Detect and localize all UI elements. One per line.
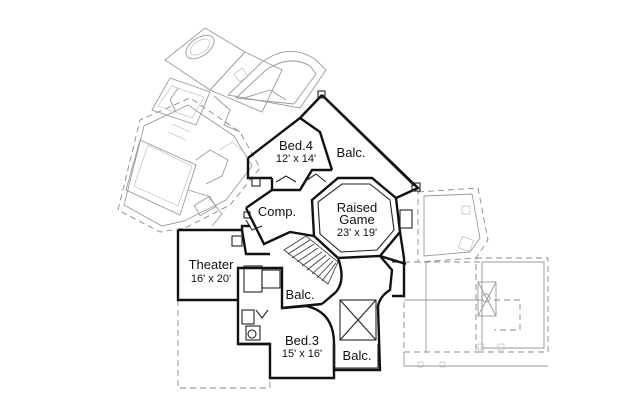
bed4-size: 12' x 14' xyxy=(276,153,316,165)
theater-name: Theater xyxy=(189,257,234,272)
bed3-name: Bed.3 xyxy=(285,333,319,348)
staircase xyxy=(283,235,339,285)
balcony-upper-label: Balc. xyxy=(337,145,366,160)
balcony-lower-label: Balc. xyxy=(343,348,372,363)
bed4-name: Bed.4 xyxy=(279,138,313,153)
lower-floor-ghost xyxy=(117,27,327,389)
room-label-bed4: Bed.4 12' x 14' xyxy=(276,138,316,165)
room-label-theater: Theater 16' x 20' xyxy=(189,257,234,285)
upper-floor-walls xyxy=(176,90,421,380)
room-label-bed3: Bed.3 15' x 16' xyxy=(282,333,322,360)
raised-game-name-1: Raised xyxy=(337,200,377,215)
room-label-raised-game: Raised Game 23' x 19' xyxy=(337,200,377,239)
balcony-middle-label: Balc. xyxy=(286,287,315,302)
raised-game-name-2: Game xyxy=(339,212,374,227)
raised-game-size: 23' x 19' xyxy=(337,227,377,239)
comp-label: Comp. xyxy=(258,204,296,219)
lower-floor-ghost-right xyxy=(403,187,549,368)
bed3-size: 15' x 16' xyxy=(282,348,322,360)
theater-size: 16' x 20' xyxy=(191,273,231,285)
